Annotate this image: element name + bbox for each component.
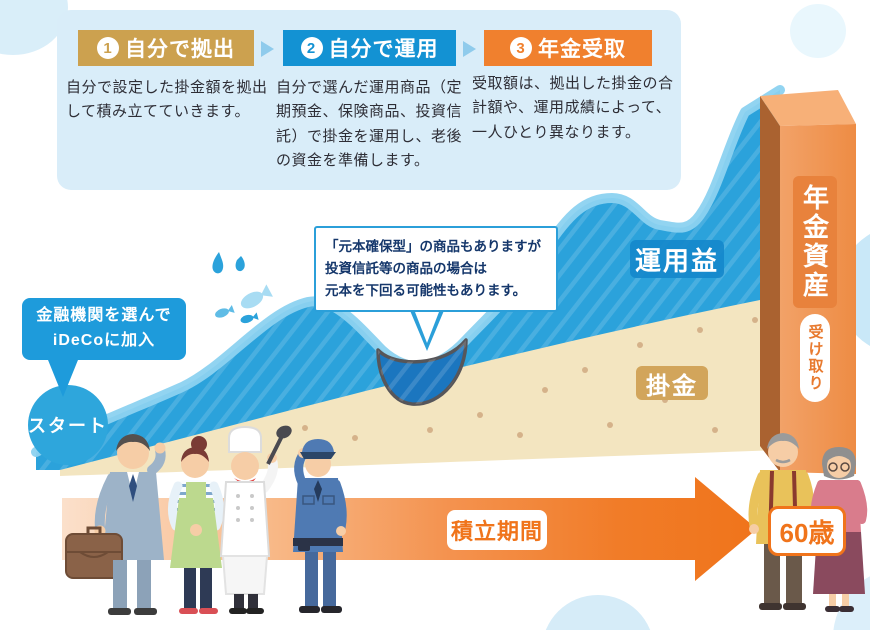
step2-number-badge: 2 bbox=[300, 37, 323, 59]
start-circle bbox=[28, 385, 108, 465]
pension-asset-label: 年金資産 bbox=[793, 176, 837, 308]
step1-title: 自分で拠出 bbox=[125, 38, 235, 61]
person-police-officer-illustration bbox=[293, 439, 347, 613]
join-ideco-speech-bubble: 金融機関を選んで iDeCoに加入 bbox=[22, 298, 186, 360]
age-60-label: 60歳 bbox=[768, 506, 846, 556]
investment-gain-label: 運用益 bbox=[630, 240, 724, 278]
person-chef-illustration bbox=[219, 425, 292, 614]
step3-header: 3 年金受取 bbox=[484, 30, 652, 66]
callout-line: 元本を下回る可能性もあります。 bbox=[325, 282, 527, 298]
speech-bubble-line: 金融機関を選んで bbox=[36, 307, 172, 325]
fish-icon bbox=[215, 284, 273, 324]
accumulation-period-label: 積立期間 bbox=[447, 510, 547, 550]
start-circle-label: スタート bbox=[28, 416, 108, 436]
step1-number-badge: 1 bbox=[97, 37, 119, 59]
step1-header: 1 自分で拠出 bbox=[78, 30, 254, 66]
chevron-right-icon bbox=[463, 41, 476, 57]
principal-warning-callout: 「元本確保型」の商品もありますが 投資信託等の商品の場合は 元本を下回る可能性も… bbox=[314, 226, 558, 312]
step2-header: 2 自分で運用 bbox=[283, 30, 456, 66]
water-drop-icon bbox=[212, 252, 245, 274]
receive-pill-label: 受け取り bbox=[800, 314, 830, 402]
step2-description: 自分で選んだ運用商品（定期預金、保険商品、投資信託）で掛金を運用し、老後の資金を… bbox=[276, 79, 463, 169]
step3-title: 年金受取 bbox=[538, 38, 626, 61]
speech-bubble-tail bbox=[46, 355, 80, 397]
step1-description: 自分で設定した掛金額を拠出して積み立てていきます。 bbox=[66, 79, 268, 121]
callout-line: 「元本確保型」の商品もありますが bbox=[325, 239, 541, 254]
decor-blob-top-right bbox=[790, 4, 846, 58]
person-elderly-woman-illustration bbox=[810, 447, 868, 612]
chevron-right-icon bbox=[261, 41, 274, 57]
person-businessman-illustration bbox=[65, 434, 166, 615]
speech-bubble-line: iDeCoに加入 bbox=[52, 332, 156, 349]
step2-title: 自分で運用 bbox=[328, 38, 439, 61]
callout-line: 投資信託等の商品の場合は bbox=[325, 260, 487, 276]
step3-description: 受取額は、拠出した掛金の合計額や、運用成績によって、一人ひとり異なります。 bbox=[472, 75, 674, 141]
person-apron-woman-illustration bbox=[168, 436, 224, 614]
step3-number-badge: 3 bbox=[510, 37, 532, 59]
accumulation-arrow bbox=[62, 477, 757, 581]
loss-dip-crescent bbox=[376, 338, 468, 406]
contribution-label: 掛金 bbox=[636, 366, 708, 400]
